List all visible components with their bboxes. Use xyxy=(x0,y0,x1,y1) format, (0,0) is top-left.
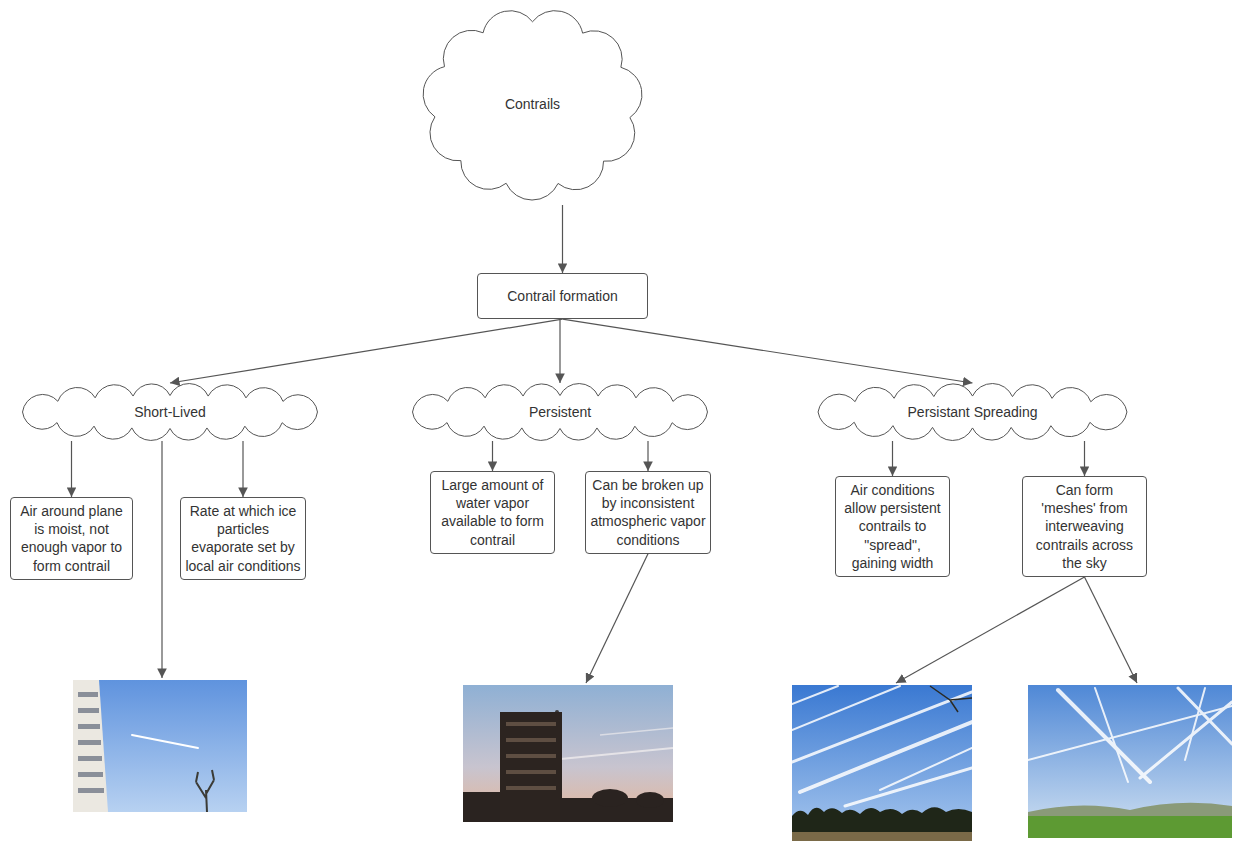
dusk-photo xyxy=(500,712,562,822)
sky-photo xyxy=(78,756,102,761)
dusk-photo xyxy=(506,770,556,774)
mesh-photo xyxy=(792,685,972,841)
dusk-photo xyxy=(600,728,673,735)
crossing-photo xyxy=(1028,685,1232,838)
sky-photo xyxy=(78,708,99,713)
dusk-photo xyxy=(506,722,556,726)
contrail-streaks xyxy=(1058,690,1150,782)
cloud-shape xyxy=(423,11,642,200)
title-cloud: Contrails xyxy=(415,3,650,205)
connector-arrow xyxy=(71,441,72,497)
dusk-photo xyxy=(506,786,556,790)
sky-photo xyxy=(73,680,247,812)
connector-arrow xyxy=(559,319,560,383)
node-text: Air conditions allow persistent contrail… xyxy=(840,481,945,572)
node-text: Persistant Spreading xyxy=(908,403,1038,421)
photo-arrows xyxy=(1085,577,1138,683)
note-box: Rate at which ice particles evaporate se… xyxy=(180,497,306,580)
node-text: Air around plane is moist, not enough va… xyxy=(15,502,128,575)
sky-photo xyxy=(132,735,198,748)
connector-arrow xyxy=(647,441,648,471)
dusk-photo xyxy=(463,685,673,822)
cloud-shape xyxy=(413,384,708,441)
connector-arrow xyxy=(170,319,563,383)
contrail-streaks xyxy=(1140,702,1232,778)
photo-arrows xyxy=(586,554,648,683)
photo-arrows xyxy=(162,441,1137,683)
node-text: Persistent xyxy=(529,403,591,421)
category-cloud: Persistent xyxy=(400,383,720,441)
contrail-streaks xyxy=(792,692,972,762)
note-box: Can be broken up by inconsistent atmosph… xyxy=(585,471,711,554)
sky-photo xyxy=(78,724,100,729)
dusk-photo xyxy=(463,792,503,822)
connector-arrow xyxy=(492,441,493,471)
cloud-shape xyxy=(23,384,318,441)
node-text: Contrail formation xyxy=(484,287,641,305)
contrail-streaks xyxy=(880,748,972,790)
dusk-photo xyxy=(592,789,628,807)
contrail-streaks xyxy=(845,768,972,806)
contrail-streaks xyxy=(1178,688,1232,744)
note-box: Large amount of water vapor available to… xyxy=(430,471,555,554)
category-cloud: Short-Lived xyxy=(10,383,330,441)
dusk-photo xyxy=(463,685,673,822)
connector-arrow xyxy=(1084,441,1085,476)
sky-photo xyxy=(78,788,104,793)
sky-photo xyxy=(78,692,98,697)
node-text: Large amount of water vapor available to… xyxy=(435,476,550,549)
crossing-photo xyxy=(1028,816,1232,838)
contrail-streaks xyxy=(1028,688,1232,782)
note-box: Can form 'meshes' from interweaving cont… xyxy=(1022,476,1147,577)
sky-photo xyxy=(73,680,247,812)
crossing-photo xyxy=(1028,803,1232,838)
note-box: Air around plane is moist, not enough va… xyxy=(10,497,133,580)
note-box: Air conditions allow persistent contrail… xyxy=(835,476,950,577)
sky-photo xyxy=(78,740,101,745)
node-text: Contrails xyxy=(505,95,560,113)
node-text: Can form 'meshes' from interweaving cont… xyxy=(1027,481,1142,572)
process-box: Contrail formation xyxy=(477,273,648,319)
dusk-photo xyxy=(506,738,556,742)
connector-arrow xyxy=(563,319,973,383)
mesh-photo xyxy=(792,832,972,841)
photo-arrows xyxy=(896,577,1085,683)
sky-photo xyxy=(196,770,214,812)
cloud-shape xyxy=(818,384,1127,441)
mesh-photo xyxy=(792,807,972,841)
photo-arrows xyxy=(161,441,162,678)
node-text: Can be broken up by inconsistent atmosph… xyxy=(590,476,706,549)
connector-arrow xyxy=(242,441,243,497)
node-text: Short-Lived xyxy=(134,403,206,421)
contrail-streaks xyxy=(792,686,900,730)
category-cloud: Persistant Spreading xyxy=(805,383,1140,441)
connector-arrow xyxy=(892,441,893,476)
contrail-streaks xyxy=(792,686,838,704)
crossing-photo xyxy=(1028,685,1232,838)
contrail-streaks xyxy=(792,686,972,806)
mesh-photo xyxy=(792,685,972,841)
contrail-streaks xyxy=(1185,688,1205,760)
dusk-photo xyxy=(636,792,664,808)
dusk-photo xyxy=(506,754,556,758)
sky-photo xyxy=(78,772,103,777)
connector-arrow xyxy=(562,205,563,273)
sky-photo xyxy=(73,680,108,812)
node-text: Rate at which ice particles evaporate se… xyxy=(185,502,301,575)
contrail-streaks xyxy=(800,722,972,792)
mesh-photo xyxy=(930,686,972,712)
